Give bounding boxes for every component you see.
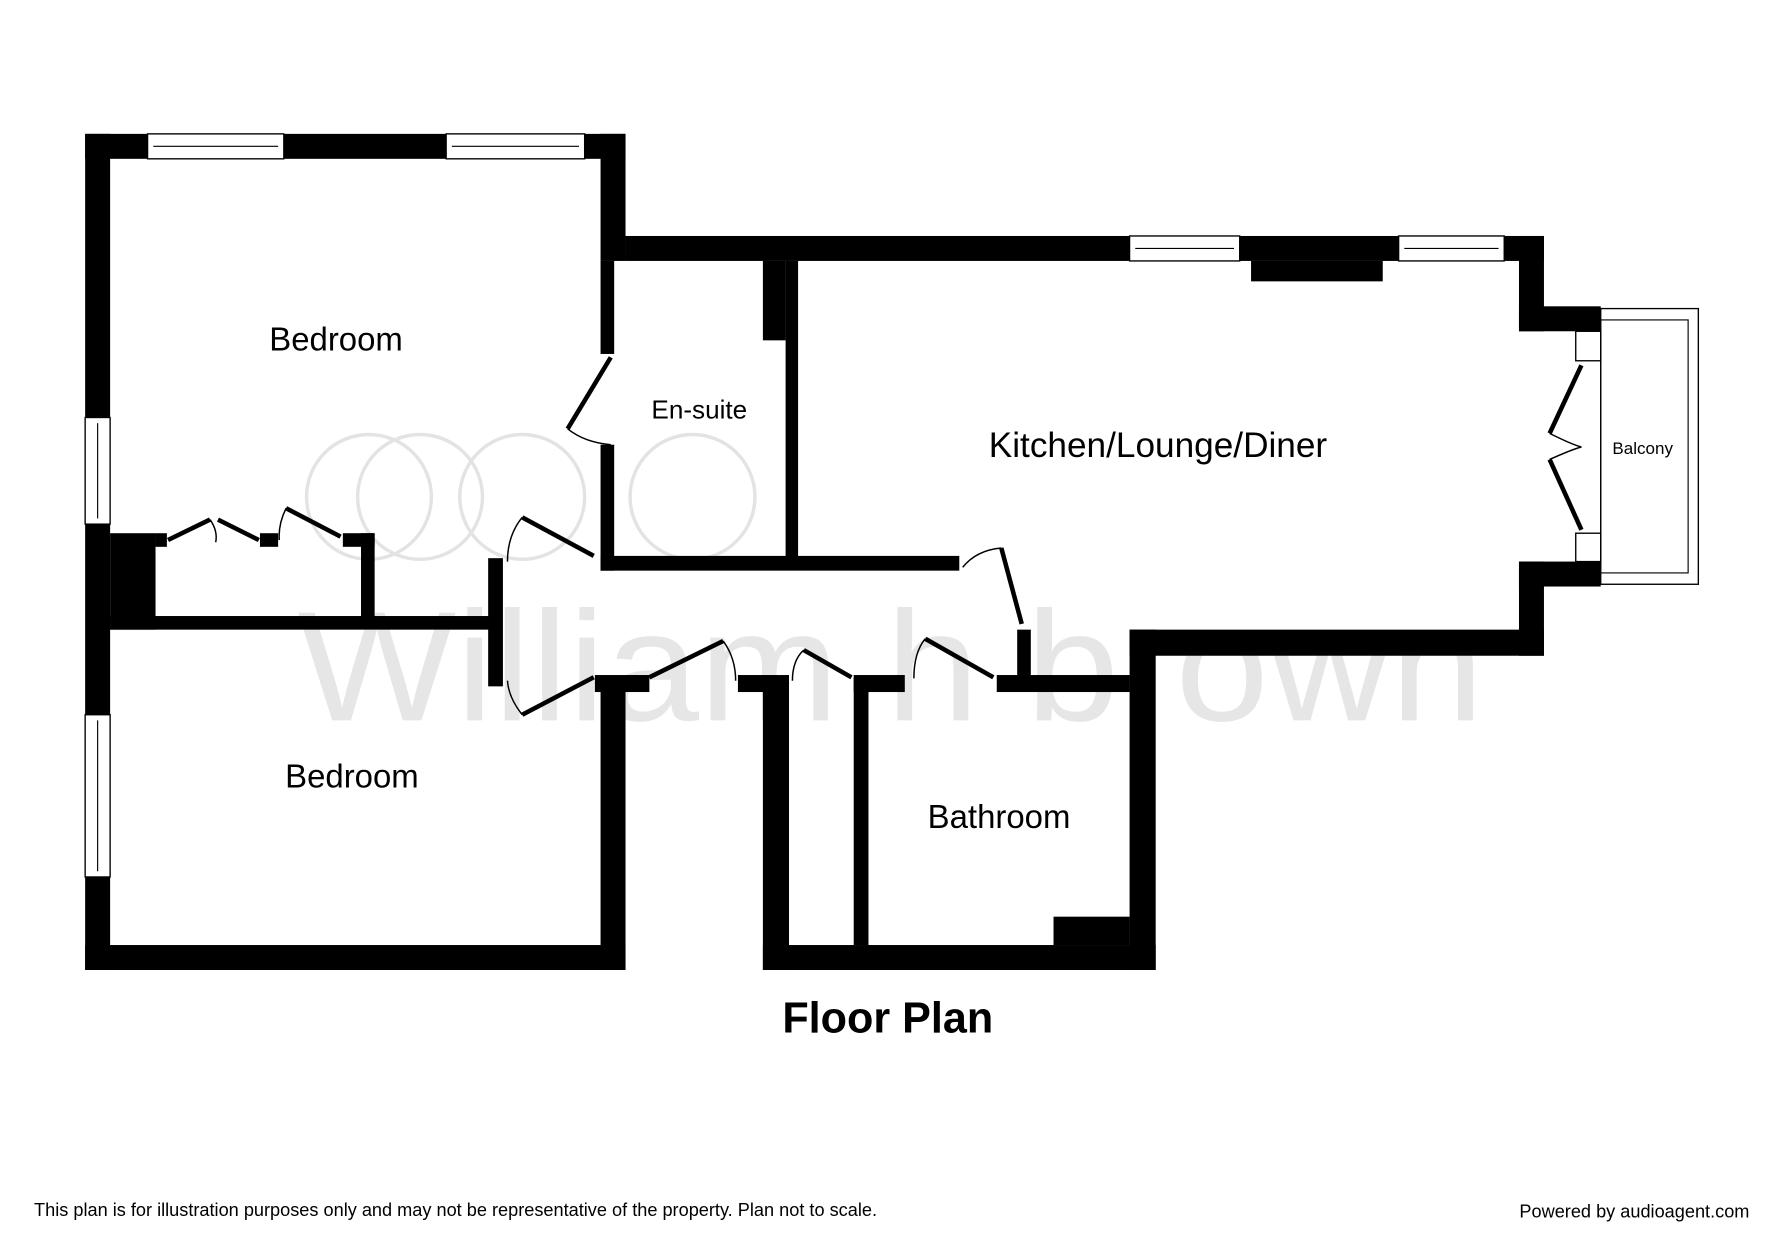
room-label-balcony: Balcony: [1612, 439, 1673, 458]
watermark-logo: William h brown: [297, 432, 1484, 754]
room-label-bedroom-1: Bedroom: [269, 321, 403, 358]
watermark-text: William h brown: [297, 579, 1483, 754]
room-label-bedroom-2: Bedroom: [285, 757, 419, 794]
doors: [167, 356, 1584, 717]
balcony-outline: [1600, 307, 1700, 585]
walls: [85, 133, 1601, 970]
plan-title: Floor Plan: [782, 994, 993, 1042]
powered-by-text: Powered by audioagent.com: [1519, 1201, 1749, 1221]
room-label-bathroom: Bathroom: [928, 798, 1071, 835]
disclaimer-text: This plan is for illustration purposes o…: [34, 1200, 877, 1220]
room-label-ensuite: En-suite: [651, 395, 747, 425]
room-label-kitchen: Kitchen/Lounge/Diner: [989, 426, 1328, 465]
windows: [84, 133, 1602, 878]
